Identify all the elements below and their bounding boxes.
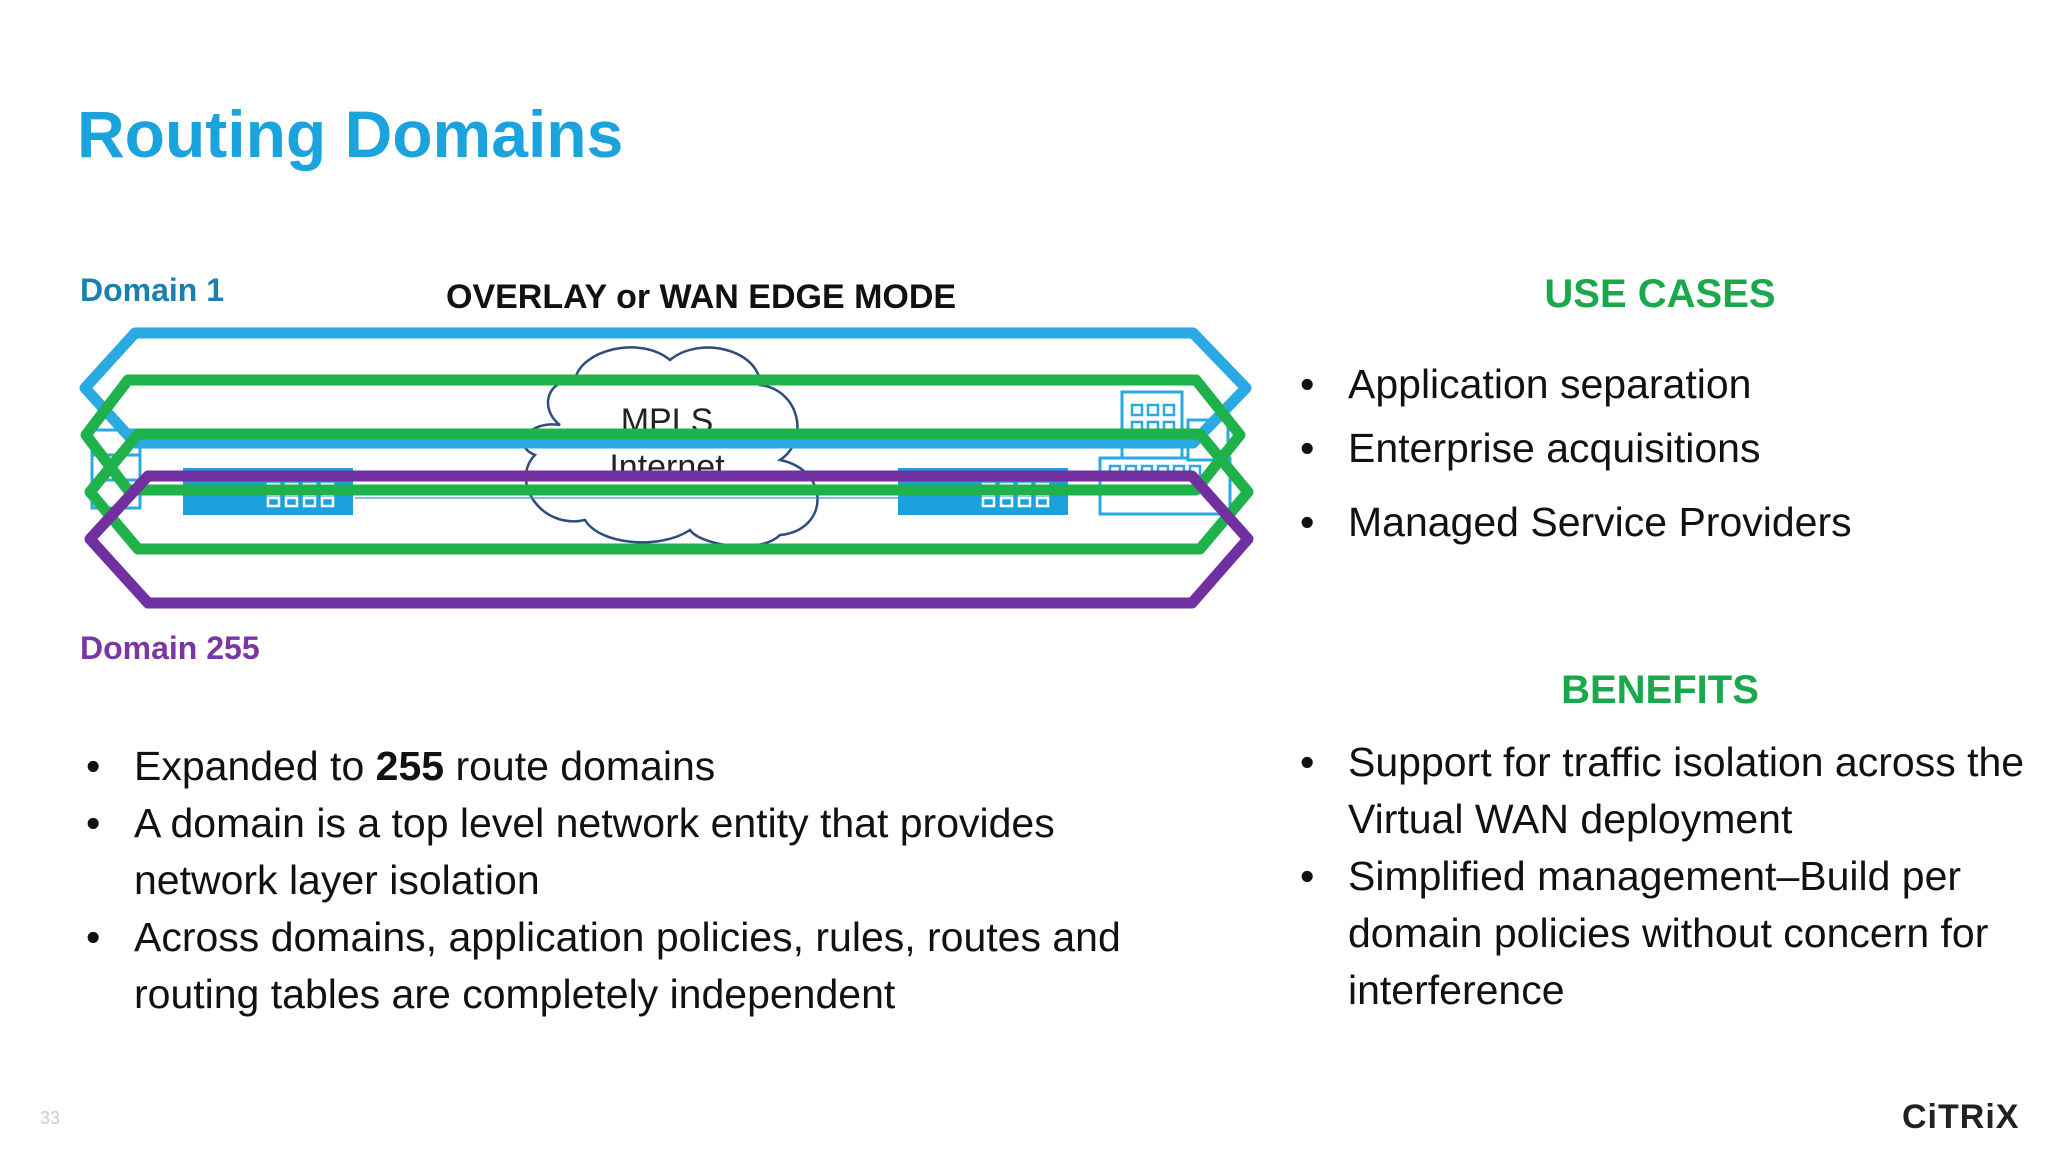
slide-title: Routing Domains: [77, 97, 624, 171]
list-item: •Simplified management–Build per domain …: [1300, 848, 2030, 1019]
mode-label: OVERLAY or WAN EDGE MODE: [446, 278, 957, 316]
citrix-logo: CiTRiX: [1902, 1098, 2020, 1136]
bullet-icon: •: [1300, 853, 1315, 899]
hexagon-domain-green-a: [80, 374, 1246, 496]
page-number: 33: [40, 1108, 61, 1128]
domain-1-label: Domain 1: [80, 272, 225, 308]
bullet-icon: •: [1300, 499, 1315, 545]
list-item: •Application separation: [1300, 356, 2020, 412]
list-item: •A domain is a top level network entity …: [86, 795, 1206, 909]
hexagon-domain-255: [84, 470, 1254, 609]
bullet-icon: •: [1300, 425, 1315, 471]
bullet-icon: •: [1300, 361, 1315, 407]
benefits-list: •Support for traffic isolation across th…: [1300, 734, 2030, 1019]
route-domain-count: 255: [375, 743, 445, 789]
list-item: •Expanded to 255 route domains: [86, 738, 1206, 795]
hexagon-domain-1: [79, 327, 1252, 449]
bullet-icon: •: [86, 914, 101, 960]
use-cases-list: •Application separation •Enterprise acqu…: [1300, 356, 2020, 558]
list-item: •Enterprise acquisitions: [1300, 420, 2020, 476]
list-item: •Managed Service Providers: [1300, 494, 2020, 550]
list-item: •Across domains, application policies, r…: [86, 909, 1206, 1023]
bullet-icon: •: [1300, 739, 1315, 785]
domain-255-label: Domain 255: [80, 630, 260, 666]
list-item: •Support for traffic isolation across th…: [1300, 734, 2030, 848]
details-list: •Expanded to 255 route domains •A domain…: [86, 738, 1206, 1023]
benefits-heading: BENEFITS: [1561, 668, 1759, 712]
bullet-icon: •: [86, 743, 101, 789]
use-cases-heading: USE CASES: [1544, 272, 1776, 316]
bullet-icon: •: [86, 800, 101, 846]
hexagon-domain-green-b: [84, 428, 1254, 555]
